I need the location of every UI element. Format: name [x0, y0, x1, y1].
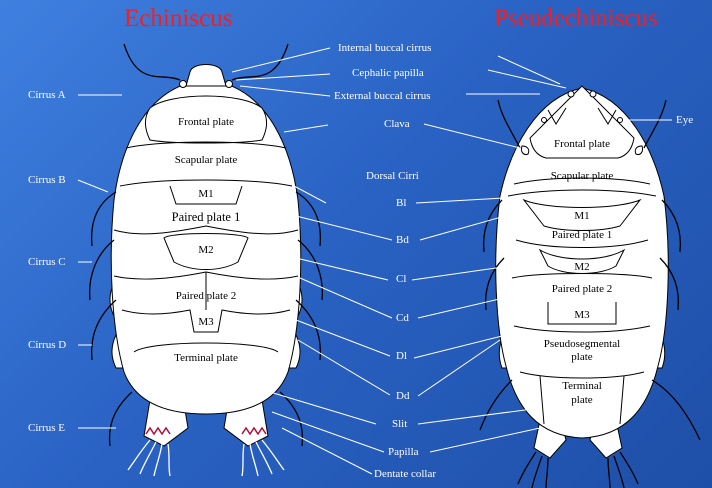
echiniscus-cephalic-papilla-right: [226, 81, 233, 88]
pseudechiniscus-cephalic-papilla-left: [568, 91, 574, 97]
echiniscus-m1: M1: [196, 188, 216, 201]
label-dd: Dd: [396, 390, 409, 403]
label-bd: Bd: [396, 234, 409, 247]
label-dorsal-cirri: Dorsal Cirri: [366, 170, 419, 183]
echiniscus-frontal-plate: Frontal plate: [168, 116, 244, 129]
pseudechiniscus-terminal-line1: Terminal: [552, 380, 612, 393]
echiniscus-scapular-plate: Scapular plate: [164, 154, 248, 167]
echiniscus-terminal-plate: Terminal plate: [162, 352, 250, 365]
label-cirrus-a: Cirrus A: [28, 89, 66, 102]
label-cirrus-b: Cirrus B: [28, 174, 66, 187]
label-cd: Cd: [396, 312, 409, 325]
title-pseudechiniscus: Pseudechiniscus: [494, 4, 658, 34]
pseudechiniscus-paired-plate-2: Paired plate 2: [542, 283, 622, 296]
label-internal-buccal-cirrus: Internal buccal cirrus: [338, 42, 431, 55]
pseudechiniscus-m1: M1: [572, 210, 592, 223]
label-clava: Clava: [384, 118, 410, 131]
echiniscus-cephalic-papilla-left: [180, 81, 187, 88]
label-dentate-collar: Dentate collar: [374, 468, 436, 481]
pseudechiniscus-m2: M2: [572, 261, 592, 274]
label-d1: Dl: [396, 350, 407, 363]
echiniscus-head: [186, 65, 226, 87]
echiniscus-paired-plate-1: Paired plate 1: [160, 211, 252, 224]
title-echiniscus: Echiniscus: [124, 4, 232, 34]
pseudechiniscus-paired-plate-1: Paired plate 1: [542, 229, 622, 242]
pseudechiniscus-claws: [518, 452, 638, 488]
echiniscus-m2: M2: [196, 244, 216, 257]
label-cirrus-d: Cirrus D: [28, 339, 66, 352]
pseudechiniscus-pseudosegmental-line1: Pseudosegmental: [534, 338, 630, 351]
pseudechiniscus-eye-left: [542, 118, 547, 123]
pseudechiniscus-eye-right: [618, 118, 623, 123]
label-papilla: Papilla: [388, 446, 419, 459]
echiniscus-figure: [90, 44, 323, 476]
pseudechiniscus-m3: M3: [572, 309, 592, 322]
label-cirrus-e: Cirrus E: [28, 422, 65, 435]
echiniscus-paired-plate-2: Paired plate 2: [166, 290, 246, 303]
pseudechiniscus-scapular-plate: Scapular plate: [540, 170, 624, 183]
echiniscus-m3: M3: [196, 316, 216, 329]
label-external-buccal-cirrus: External buccal cirrus: [334, 90, 431, 103]
label-c1: Cl: [396, 273, 406, 286]
label-b1: Bl: [396, 197, 406, 210]
label-slit: Slit: [392, 418, 407, 431]
pseudechiniscus-cephalic-papilla-right: [590, 91, 596, 97]
label-eye: Eye: [676, 114, 693, 127]
echiniscus-claws: [128, 440, 284, 476]
pseudechiniscus-pseudosegmental-line2: plate: [534, 351, 630, 364]
label-cirrus-c: Cirrus C: [28, 256, 66, 269]
pseudechiniscus-terminal-line2: plate: [552, 394, 612, 407]
pseudechiniscus-frontal-plate: Frontal plate: [544, 138, 620, 151]
label-cephalic-papilla: Cephalic papilla: [352, 67, 424, 80]
